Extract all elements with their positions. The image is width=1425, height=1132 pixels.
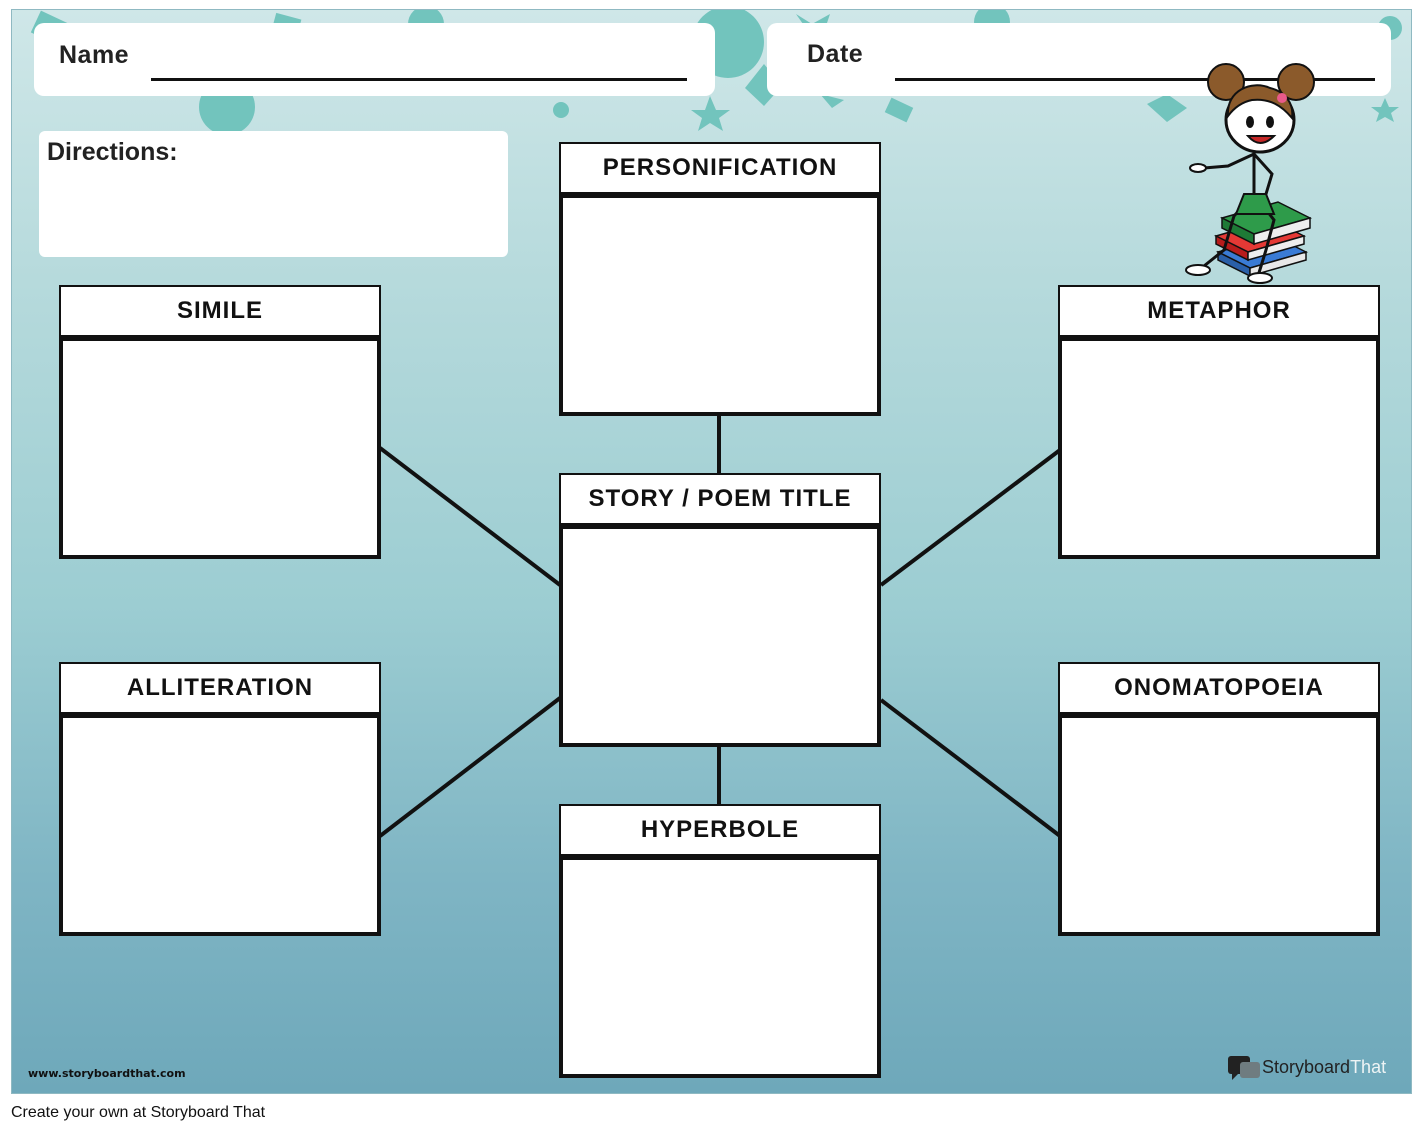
metaphor-card: METAPHOR bbox=[1058, 285, 1380, 559]
logo-word-storyboard: Storyboard bbox=[1262, 1056, 1351, 1077]
metaphor-box[interactable] bbox=[1058, 337, 1380, 559]
personification-heading: PERSONIFICATION bbox=[559, 142, 881, 194]
simile-box[interactable] bbox=[59, 337, 381, 559]
onomatopoeia-heading: ONOMATOPOEIA bbox=[1058, 662, 1380, 714]
metaphor-heading: METAPHOR bbox=[1058, 285, 1380, 337]
hyperbole-card: HYPERBOLE bbox=[559, 804, 881, 1078]
personification-card: PERSONIFICATION bbox=[559, 142, 881, 416]
name-label: Name bbox=[59, 41, 130, 69]
title-box[interactable] bbox=[559, 525, 881, 747]
website-url: www.storyboardthat.com bbox=[28, 1067, 186, 1080]
storyboard-that-logo: Storyboard That bbox=[1228, 1054, 1386, 1080]
connector-lines bbox=[378, 416, 1062, 838]
date-underline bbox=[895, 78, 1375, 81]
title-heading: STORY / POEM TITLE bbox=[559, 473, 881, 525]
title-card: STORY / POEM TITLE bbox=[559, 473, 881, 747]
simile-card: SIMILE bbox=[59, 285, 381, 559]
date-label: Date bbox=[807, 40, 864, 68]
onomatopoeia-box[interactable] bbox=[1058, 714, 1380, 936]
hyperbole-box[interactable] bbox=[559, 856, 881, 1078]
onomatopoeia-card: ONOMATOPOEIA bbox=[1058, 662, 1380, 936]
alliteration-box[interactable] bbox=[59, 714, 381, 936]
simile-heading: SIMILE bbox=[59, 285, 381, 337]
footer-credit: Create your own at Storyboard That bbox=[11, 1104, 266, 1121]
name-field[interactable]: Name bbox=[34, 23, 715, 96]
directions-box[interactable]: Directions: bbox=[39, 131, 508, 257]
logo-word-that: That bbox=[1350, 1056, 1387, 1077]
directions-label: Directions: bbox=[47, 138, 178, 166]
personification-box[interactable] bbox=[559, 194, 881, 416]
hyperbole-heading: HYPERBOLE bbox=[559, 804, 881, 856]
worksheet: Name Date Directions: PERSONIFICATION SI… bbox=[11, 9, 1412, 1094]
storyboard-that-logo-icon bbox=[1228, 1056, 1260, 1080]
alliteration-heading: ALLITERATION bbox=[59, 662, 381, 714]
alliteration-card: ALLITERATION bbox=[59, 662, 381, 936]
girl-on-books-illustration bbox=[1185, 63, 1315, 284]
name-underline bbox=[151, 78, 687, 81]
